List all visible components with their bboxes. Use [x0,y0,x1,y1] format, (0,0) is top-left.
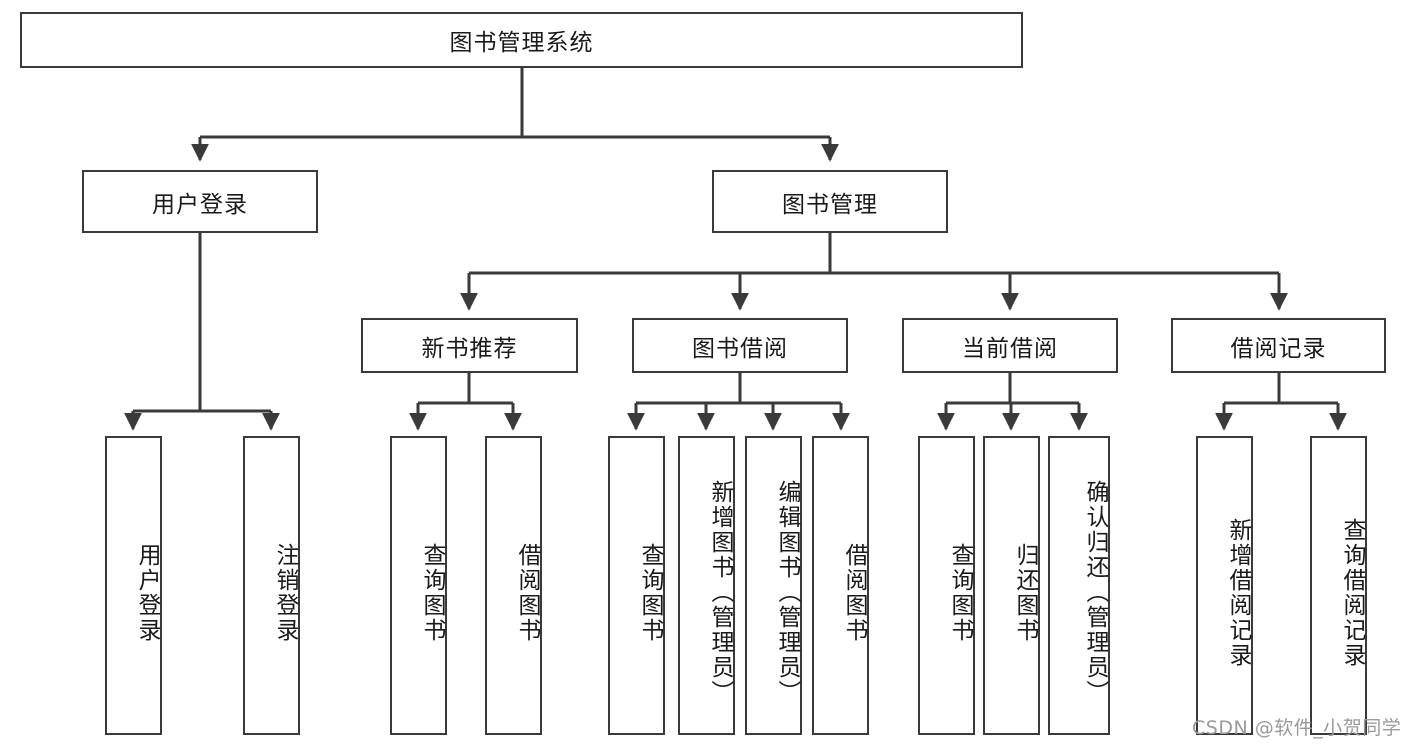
leaf-book-borrow-add[interactable]: 新增图书（管理员） [678,436,735,735]
node-root[interactable]: 图书管理系统 [20,12,1023,68]
leaf-user-login-login-label: 用户登录 [134,542,160,643]
node-book-borrow-label: 图书借阅 [692,335,788,362]
node-borrow-record[interactable]: 借阅记录 [1171,318,1386,373]
leaf-book-borrow-edit[interactable]: 编辑图书（管理员） [745,436,802,735]
node-user-login[interactable]: 用户登录 [82,170,318,233]
node-borrow-record-label: 借阅记录 [1230,335,1327,362]
leaf-current-borrow-query[interactable]: 查询图书 [918,436,975,735]
node-book-management[interactable]: 图书管理 [712,170,948,233]
node-book-borrow[interactable]: 图书借阅 [632,318,848,373]
leaf-current-borrow-query-label: 查询图书 [947,542,973,643]
leaf-current-borrow-return[interactable]: 归还图书 [983,436,1040,735]
leaf-current-borrow-confirm-return-label: 确认归还（管理员） [1082,480,1108,705]
leaf-borrow-record-query[interactable]: 查询借阅记录 [1310,436,1367,735]
leaf-user-login-login[interactable]: 用户登录 [105,436,162,735]
leaf-current-borrow-confirm-return[interactable]: 确认归还（管理员） [1048,436,1110,735]
node-new-book-recommend-label: 新书推荐 [421,335,518,362]
leaf-borrow-record-add[interactable]: 新增借阅记录 [1196,436,1253,735]
watermark-text: CSDN @软件_小贺同学 [1192,717,1402,739]
node-user-login-label: 用户登录 [152,191,248,218]
leaf-book-borrow-query-label: 查询图书 [637,542,663,643]
leaf-borrow-record-query-label: 查询借阅记录 [1339,517,1365,668]
node-book-management-label: 图书管理 [782,191,878,218]
node-root-label: 图书管理系统 [449,30,594,56]
leaf-new-book-query[interactable]: 查询图书 [390,436,447,735]
leaf-book-borrow-edit-label: 编辑图书（管理员） [774,480,800,705]
node-current-borrow-label: 当前借阅 [962,335,1058,362]
leaf-user-login-logout-label: 注销登录 [272,542,298,643]
node-new-book-recommend[interactable]: 新书推荐 [361,318,578,373]
leaf-current-borrow-return-label: 归还图书 [1012,542,1038,643]
leaf-new-book-borrow[interactable]: 借阅图书 [485,436,542,735]
leaf-new-book-borrow-label: 借阅图书 [514,542,540,643]
leaf-user-login-logout[interactable]: 注销登录 [243,436,300,735]
leaf-book-borrow-query[interactable]: 查询图书 [608,436,665,735]
leaf-borrow-record-add-label: 新增借阅记录 [1225,517,1251,668]
leaf-new-book-query-label: 查询图书 [419,542,445,643]
leaf-book-borrow-borrow[interactable]: 借阅图书 [812,436,869,735]
node-current-borrow[interactable]: 当前借阅 [902,318,1118,373]
leaf-book-borrow-borrow-label: 借阅图书 [841,542,867,643]
leaf-book-borrow-add-label: 新增图书（管理员） [707,480,733,705]
